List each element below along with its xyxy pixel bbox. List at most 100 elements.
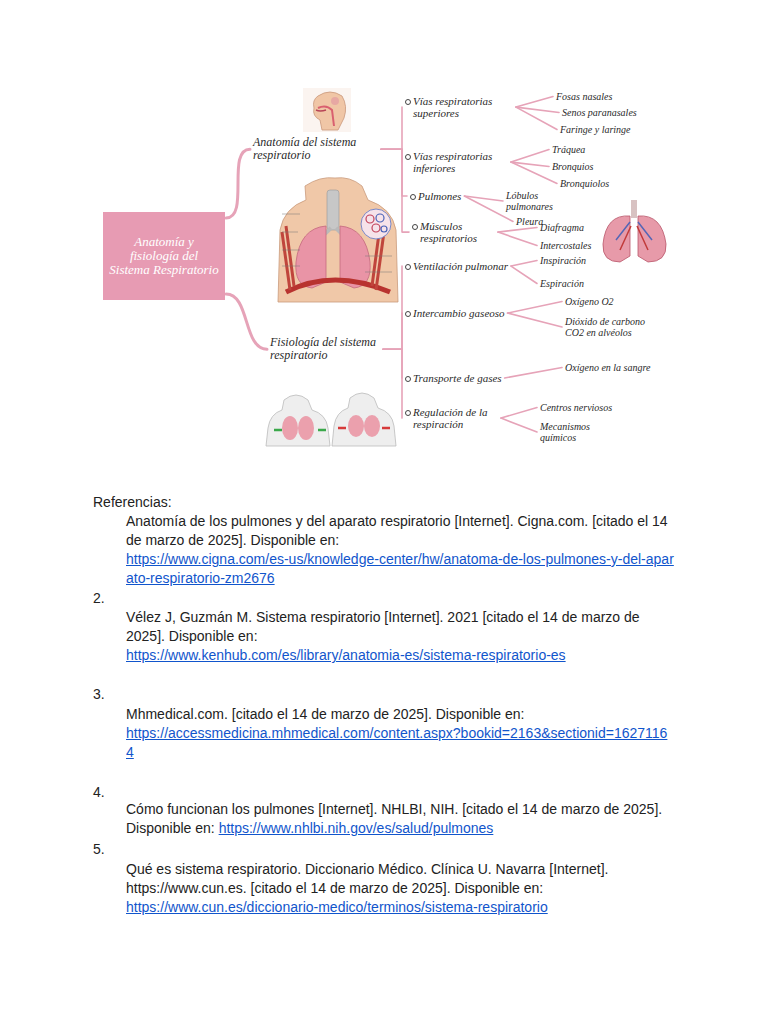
leaf-item: Mecanismos químicos	[540, 421, 610, 443]
branch-connector	[226, 149, 250, 218]
branch-connector	[501, 408, 537, 419]
branch-connector	[381, 149, 407, 196]
branch-connector	[511, 162, 557, 183]
reference-link: https://www.kenhub.com/es/library/anatom…	[126, 646, 674, 665]
lungs-illustration	[603, 200, 666, 262]
branch-connector	[383, 313, 402, 349]
branch-connector	[464, 196, 513, 221]
node-text: Pleura	[516, 216, 543, 227]
reference-block: 5.	[93, 840, 105, 859]
branch-connector	[508, 313, 562, 327]
reference-link: https://www.cun.es/diccionario-medico/te…	[126, 898, 674, 917]
reference-block: Qué es sistema respiratorio. Diccionario…	[126, 860, 674, 917]
node-text: Transporte de gases	[413, 372, 502, 384]
reference-text: Qué es sistema respiratorio. Diccionario…	[126, 861, 608, 896]
node-text: Vías respiratorias inferiores	[413, 150, 508, 174]
node-text: Tráquea	[552, 144, 585, 155]
node-text: Oxígeno O2	[565, 296, 614, 307]
branch-connector	[508, 302, 562, 314]
reference-block: Cómo funcionan los pulmones [Internet]. …	[126, 800, 674, 838]
reference-block: Vélez J, Guzmán M. Sistema respiratorio …	[126, 608, 674, 665]
node-text: Fisiología del sistema respiratorio	[270, 336, 380, 362]
branch-connector	[516, 97, 553, 108]
branch-connector	[498, 228, 537, 233]
leaf-item: Oxígeno O2	[565, 296, 614, 307]
reference-number: 5.	[93, 841, 105, 857]
leaf-item: Bronquiolos	[560, 178, 609, 189]
reference-text: Mhmedical.com. [citado el 14 de marzo de…	[126, 706, 524, 722]
breathing-illustration	[266, 393, 396, 446]
leaf-item: Dióxido de carbono CO2 en alvéolos	[565, 316, 665, 338]
leaf-item: Oxígeno en la sangre	[565, 362, 650, 373]
sub-branch-item: Ventilación pulmonar	[413, 260, 508, 272]
reference-block: Anatomía de los pulmones y del aparato r…	[126, 512, 674, 588]
leaf-item: Tráquea	[552, 144, 585, 155]
reference-block: 3.	[93, 685, 105, 704]
sub-branch-item: Vías respiratorias superiores	[413, 95, 513, 119]
reference-block: 2.	[93, 589, 105, 608]
reference-number: 4.	[93, 784, 105, 800]
head-illustration	[303, 88, 351, 132]
node-text: Ventilación pulmonar	[413, 260, 508, 272]
branch-connector	[381, 149, 409, 232]
node-text: Inspiración	[540, 255, 586, 266]
node-text: Faringe y laringe	[560, 124, 631, 135]
reference-text: Vélez J, Guzmán M. Sistema respiratorio …	[126, 609, 640, 644]
leaf-item: Pleura	[516, 216, 543, 227]
sub-branch-item: Intercambio gaseoso	[413, 307, 505, 319]
node-text: Anatomía del sistema respiratorio	[253, 136, 378, 162]
leaf-item: Fosas nasales	[556, 91, 612, 102]
sub-branch-item: Músculos respiratorios	[420, 220, 495, 244]
node-text: Espiración	[540, 278, 584, 289]
reference-text: Anatomía de los pulmones y del aparato r…	[126, 513, 668, 548]
node-text: Oxígeno en la sangre	[565, 362, 650, 373]
branch-connector	[516, 107, 557, 129]
reference-number: 3.	[93, 686, 105, 702]
node-text: Vías respiratorias superiores	[413, 95, 513, 119]
sub-branch-item: Pulmones	[418, 190, 461, 202]
node-text: Regulación de la respiración	[413, 406, 498, 430]
node-text: Bronquios	[552, 161, 593, 172]
leaf-item: Espiración	[540, 278, 584, 289]
leaf-item: Diafragma	[540, 222, 584, 233]
node-text: Fosas nasales	[556, 91, 612, 102]
branch-heading: Fisiología del sistema respiratorio	[270, 336, 380, 362]
node-text: Intercambio gaseoso	[413, 307, 505, 319]
leaf-item: Intercostales	[540, 240, 591, 251]
branch-connector	[226, 294, 267, 349]
branch-connector	[383, 266, 402, 349]
reference-block: Mhmedical.com. [citado el 14 de marzo de…	[126, 705, 674, 762]
node-text: Músculos respiratorios	[420, 220, 495, 244]
node-text: Mecanismos químicos	[540, 421, 610, 443]
branch-connector	[511, 150, 549, 163]
leaf-item: Senos paranasales	[562, 107, 637, 118]
node-text: Intercostales	[540, 240, 591, 251]
reference-number: 2.	[93, 590, 105, 606]
leaf-item: Bronquios	[552, 161, 593, 172]
reference-link: https://www.nhlbi.nih.gov/es/salud/pulmo…	[219, 820, 494, 836]
node-text: Diafragma	[540, 222, 584, 233]
branch-connector	[511, 266, 537, 283]
node-text: Dióxido de carbono CO2 en alvéolos	[565, 316, 665, 338]
branch-heading: Anatomía del sistema respiratorio	[253, 136, 378, 162]
central-topic-box: Anatomía y fisiología del Sistema Respir…	[103, 212, 225, 300]
branch-connector	[381, 107, 402, 149]
reference-block: 4.	[93, 783, 105, 802]
references-heading: Referencias:	[93, 494, 172, 510]
reference-link: https://www.cigna.com/es-us/knowledge-ce…	[126, 550, 674, 588]
node-text: Anatomía y fisiología del Sistema Respir…	[109, 235, 219, 278]
node-text: Senos paranasales	[562, 107, 637, 118]
leaf-item: Centros nerviosos	[540, 402, 612, 413]
node-text: Lóbulos pulmonares	[506, 190, 554, 212]
reference-block: Referencias:	[93, 493, 172, 512]
leaf-item: Inspiración	[540, 255, 586, 266]
sub-branch-item: Transporte de gases	[413, 372, 502, 384]
branch-connector	[505, 368, 562, 379]
sub-branch-item: Regulación de la respiración	[413, 406, 498, 430]
branch-connector	[383, 349, 402, 418]
sub-branch-item: Vías respiratorias inferiores	[413, 150, 508, 174]
node-text: Bronquiolos	[560, 178, 609, 189]
branch-connector	[511, 261, 537, 267]
leaf-item: Faringe y laringe	[560, 124, 631, 135]
